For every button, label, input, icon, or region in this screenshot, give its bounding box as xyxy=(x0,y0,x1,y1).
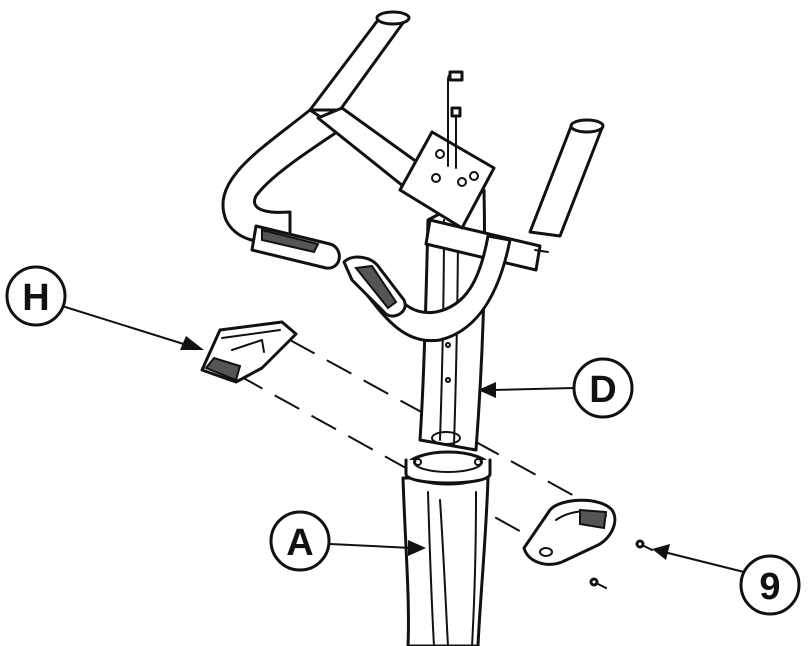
alignment-line-lower xyxy=(237,374,546,546)
callout-a-label: A xyxy=(286,522,313,564)
lower-upright-tube xyxy=(401,476,490,646)
callout-h-label: H xyxy=(22,277,49,319)
callout-a: A xyxy=(269,510,426,572)
tube-collar xyxy=(404,450,492,486)
callout-h-bubble xyxy=(5,265,67,327)
callout-d-bubble xyxy=(572,357,634,419)
callout-9-bubble xyxy=(739,554,801,616)
callout-h: H xyxy=(5,265,204,350)
callout-9-label: 9 xyxy=(759,566,780,608)
right-cover xyxy=(522,498,617,566)
left-cover xyxy=(200,320,298,384)
callout-a-bubble xyxy=(269,510,331,572)
screws xyxy=(589,539,653,589)
mounting-plate xyxy=(398,70,496,230)
callout-d-label: D xyxy=(589,369,616,411)
callout-9: 9 xyxy=(652,544,801,616)
handlebar xyxy=(221,10,605,343)
callout-d: D xyxy=(478,357,634,419)
